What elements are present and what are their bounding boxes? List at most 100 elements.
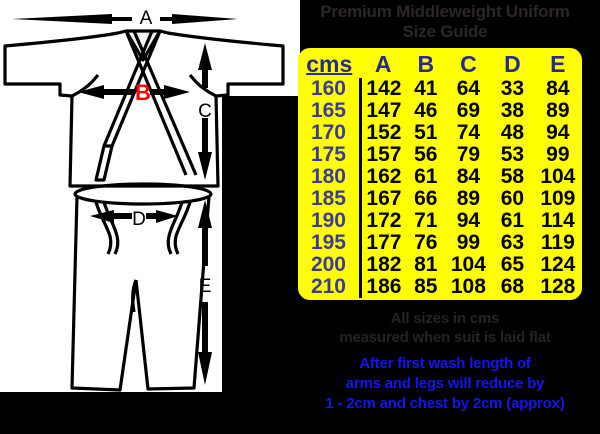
column-header-d: D (504, 51, 521, 77)
cell-b: 71 (414, 209, 438, 232)
cell-a: 186 (366, 275, 402, 298)
measure-c-arrows (198, 43, 212, 180)
cell-cms: 160 (298, 78, 362, 100)
cell-a: 147 (366, 99, 402, 122)
cell-b: 66 (414, 187, 438, 210)
shrinkage-note-line-1: After first wash length of (359, 355, 531, 372)
cell-a: 167 (366, 187, 402, 210)
cell-d: 38 (500, 99, 525, 122)
cell-d: 65 (500, 253, 525, 276)
cell-e: 119 (540, 231, 575, 254)
uniform-diagram-panel: A B (0, 0, 300, 392)
cell-cms: 165 (298, 100, 362, 122)
cell-c: 99 (456, 231, 481, 254)
cell-a: 142 (366, 77, 402, 100)
title-line-2: Size Guide (402, 22, 488, 41)
column-header-a: A (374, 51, 392, 77)
cell-c: 89 (456, 187, 481, 210)
cell-a: 162 (366, 165, 402, 188)
cell-cms: 170 (298, 122, 362, 144)
table-row: 170 152 51 74 48 94 (298, 122, 582, 144)
cell-c: 69 (456, 99, 481, 122)
measure-b-label: B (135, 80, 151, 105)
table-row: 165 147 46 69 38 89 (298, 100, 582, 122)
column-header-e: E (550, 51, 566, 77)
cell-b: 46 (414, 99, 438, 122)
cell-e: 104 (540, 165, 576, 188)
cell-cms: 210 (298, 276, 362, 298)
cell-b: 51 (414, 121, 438, 144)
cell-cms: 190 (298, 210, 362, 232)
title-line-1: Premium Middleweight Uniform (320, 2, 570, 21)
measure-d-label: D (132, 209, 146, 230)
measurement-note: All sizes in cms measured when suit is l… (295, 309, 595, 347)
size-table-panel: cms A B C D E 160 142 41 64 33 84 (298, 48, 582, 300)
cell-e: 128 (540, 275, 576, 298)
shrinkage-note-line-2: arms and legs will reduce by (345, 375, 545, 392)
table-row: 185 167 66 89 60 109 (298, 188, 582, 210)
cell-d: 63 (500, 231, 525, 254)
cell-e: 99 (546, 143, 570, 166)
cell-a: 152 (366, 121, 402, 144)
table-row: 160 142 41 64 33 84 (298, 78, 582, 100)
table-row: 190 172 71 94 61 114 (298, 210, 582, 232)
cell-e: 109 (540, 187, 576, 210)
cell-d: 48 (500, 121, 525, 144)
table-row: 180 162 61 84 58 104 (298, 166, 582, 188)
table-header-row: cms A B C D E (298, 50, 582, 78)
shrinkage-note: After first wash length of arms and legs… (295, 354, 595, 414)
measure-a-label: A (140, 8, 153, 29)
cell-a: 182 (366, 253, 402, 276)
measure-b-arrows (78, 85, 190, 99)
cell-c: 64 (456, 77, 481, 100)
table-body: 160 142 41 64 33 84 165 147 46 69 38 89 … (298, 78, 582, 298)
measurement-note-line-1: All sizes in cms (390, 310, 500, 327)
table-row: 175 157 56 79 53 99 (298, 144, 582, 166)
uniform-diagram: A B (0, 0, 300, 392)
cell-b: 61 (414, 165, 438, 188)
cell-b: 85 (414, 275, 438, 298)
cell-cms: 180 (298, 166, 362, 188)
measurement-note-line-2: measured when suit is laid flat (339, 329, 551, 346)
cell-a: 177 (366, 231, 402, 254)
cell-d: 33 (500, 77, 525, 100)
column-header-b: B (417, 51, 435, 77)
cell-d: 68 (500, 275, 525, 298)
measure-e-arrows (198, 200, 212, 385)
column-header-c: C (460, 51, 477, 77)
cell-cms: 185 (298, 188, 362, 210)
size-guide-column: Premium Middleweight Uniform Size Guide … (295, 0, 600, 434)
cell-c: 84 (456, 165, 481, 188)
table-row: 200 182 81 104 65 124 (298, 254, 582, 276)
cell-e: 114 (540, 209, 575, 232)
measure-c-label: C (198, 101, 212, 122)
cell-b: 56 (414, 143, 438, 166)
cell-c: 79 (456, 143, 481, 166)
cell-c: 74 (456, 121, 481, 144)
cell-d: 58 (500, 165, 525, 188)
page-title: Premium Middleweight Uniform Size Guide (295, 2, 595, 42)
shrinkage-note-line-3: 1 - 2cm and chest by 2cm (approx) (325, 395, 565, 412)
cell-e: 94 (546, 121, 570, 144)
size-table: cms A B C D E 160 142 41 64 33 84 (298, 50, 582, 298)
cell-cms: 175 (298, 144, 362, 166)
table-row: 210 186 85 108 68 128 (298, 276, 582, 298)
cell-e: 124 (540, 253, 576, 276)
cell-c: 94 (456, 209, 481, 232)
column-header-cms: cms (306, 51, 353, 77)
cell-c: 108 (450, 275, 486, 298)
cell-c: 104 (450, 253, 486, 276)
cell-b: 81 (414, 253, 438, 276)
cell-cms: 200 (298, 254, 362, 276)
cell-b: 76 (414, 231, 438, 254)
measure-a-arrows (12, 14, 238, 24)
measure-e-label: E (199, 276, 212, 297)
cell-d: 53 (500, 143, 525, 166)
cell-a: 172 (366, 209, 402, 232)
cell-e: 84 (546, 77, 570, 100)
jacket-outline (3, 29, 285, 188)
cell-d: 60 (500, 187, 525, 210)
cell-e: 89 (546, 99, 570, 122)
table-row: 195 177 76 99 63 119 (298, 232, 582, 254)
cell-cms: 195 (298, 232, 362, 254)
